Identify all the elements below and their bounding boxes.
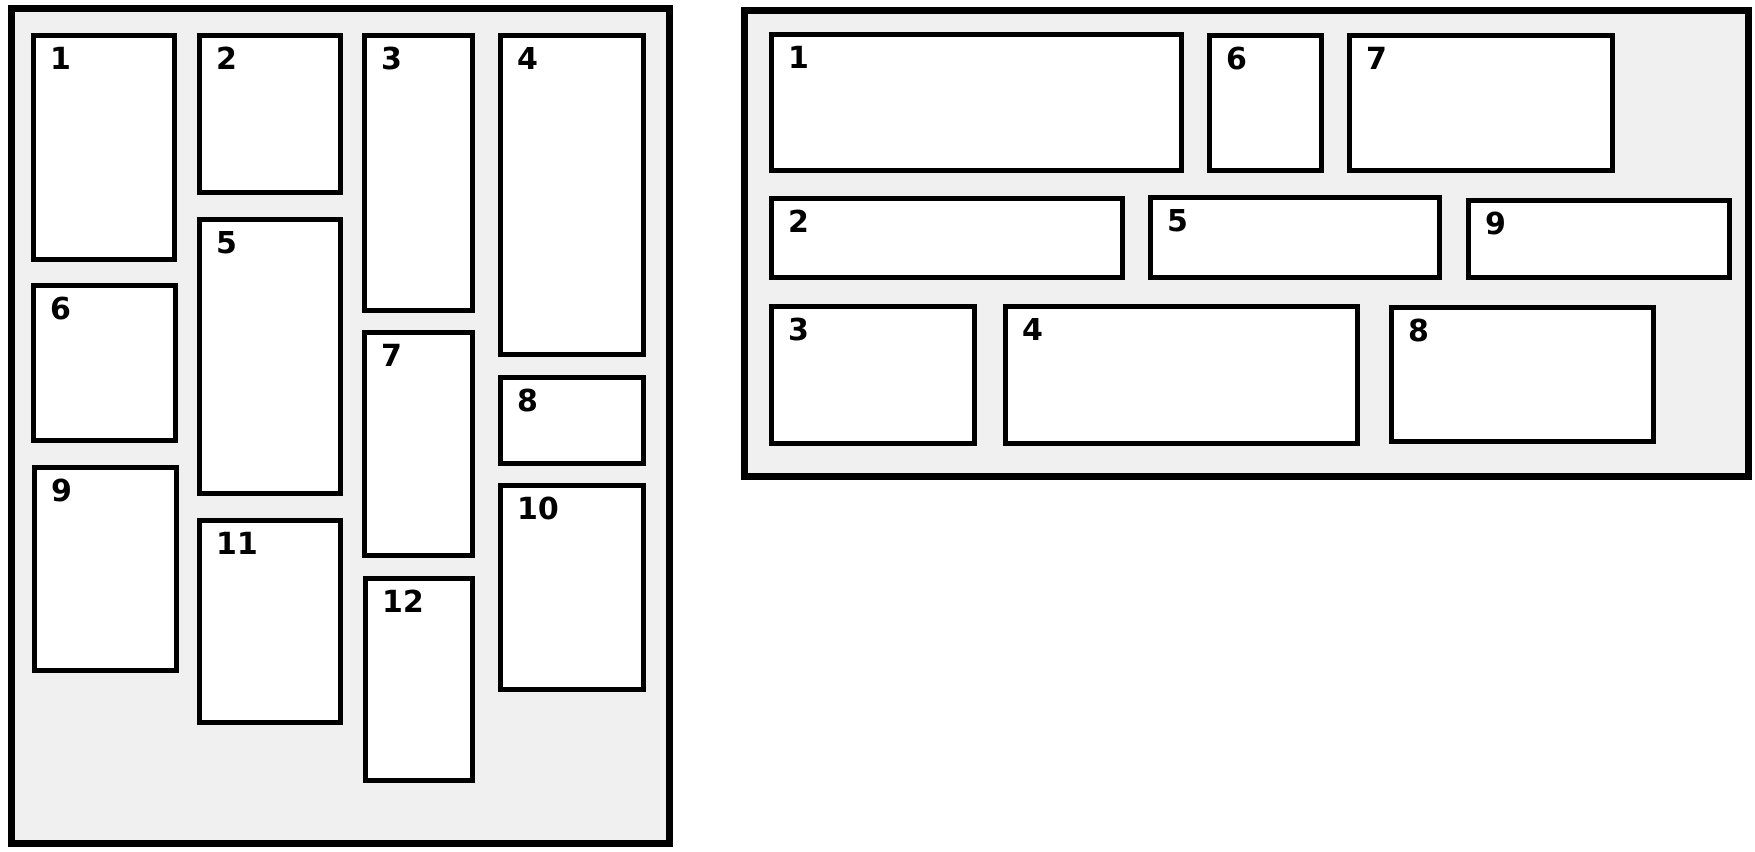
h-masonry-item-5: 5: [1148, 195, 1442, 280]
v-masonry-item-12: 12: [363, 576, 475, 783]
v-masonry-item-7: 7: [362, 330, 475, 558]
item-number: 7: [381, 339, 402, 374]
item-number: 1: [50, 42, 71, 77]
h-masonry-item-9: 9: [1466, 198, 1732, 280]
item-number: 5: [1167, 204, 1188, 239]
item-number: 9: [51, 474, 72, 509]
item-number: 7: [1366, 42, 1387, 77]
vertical-masonry-panel: 1 2 3 4 5 6 7 8 9 10 11 12: [8, 5, 673, 847]
h-masonry-item-1: 1: [769, 32, 1184, 173]
v-masonry-item-6: 6: [31, 283, 178, 443]
h-masonry-item-7: 7: [1347, 33, 1615, 173]
horizontal-masonry-panel: 1 6 7 2 5 9 3 4 8: [741, 7, 1752, 480]
item-number: 11: [216, 527, 258, 562]
h-masonry-item-4: 4: [1003, 304, 1360, 446]
item-number: 8: [1408, 314, 1429, 349]
h-masonry-item-3: 3: [769, 304, 977, 446]
item-number: 6: [50, 292, 71, 327]
item-number: 9: [1485, 207, 1506, 242]
item-number: 5: [216, 226, 237, 261]
item-number: 6: [1226, 42, 1247, 77]
v-masonry-item-2: 2: [197, 33, 343, 195]
h-masonry-item-6: 6: [1207, 33, 1324, 173]
item-number: 10: [517, 492, 559, 527]
h-masonry-item-2: 2: [769, 196, 1125, 280]
v-masonry-item-5: 5: [197, 217, 343, 496]
item-number: 2: [788, 205, 809, 240]
item-number: 3: [381, 42, 402, 77]
v-masonry-item-3: 3: [362, 33, 475, 313]
v-masonry-item-1: 1: [31, 33, 177, 262]
v-masonry-item-9: 9: [32, 465, 179, 673]
item-number: 1: [788, 41, 809, 76]
item-number: 8: [517, 384, 538, 419]
item-number: 3: [788, 313, 809, 348]
v-masonry-item-10: 10: [498, 483, 646, 692]
item-number: 4: [1022, 313, 1043, 348]
v-masonry-item-11: 11: [197, 518, 343, 725]
h-masonry-item-8: 8: [1389, 305, 1656, 444]
v-masonry-item-4: 4: [498, 33, 646, 357]
v-masonry-item-8: 8: [498, 375, 646, 466]
item-number: 4: [517, 42, 538, 77]
item-number: 12: [382, 585, 424, 620]
item-number: 2: [216, 42, 237, 77]
